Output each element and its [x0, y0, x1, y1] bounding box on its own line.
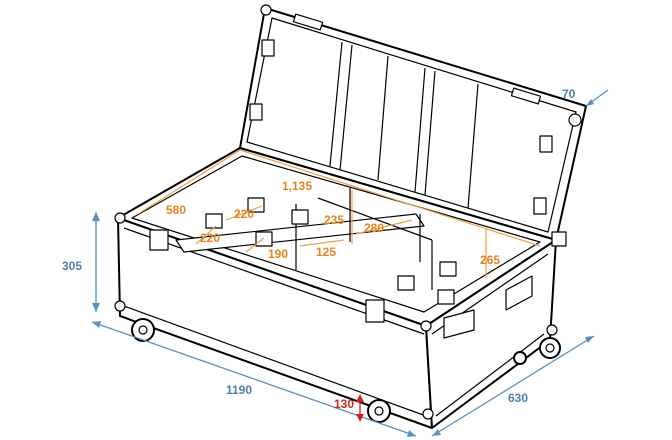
lid-depth-label: 70 — [562, 87, 576, 101]
small-bay-depth-label: 220 — [200, 231, 220, 245]
handle-icon — [443, 309, 475, 339]
bay-125-label: 125 — [316, 245, 336, 259]
wheel-icon — [367, 399, 391, 423]
corner-icon — [114, 300, 126, 312]
small-bay-width-label: 220 — [234, 207, 254, 221]
corner-icon — [546, 324, 558, 336]
interior-height-left-label: 235 — [324, 213, 344, 227]
interior-dividers — [175, 188, 457, 305]
wheel-icon — [539, 337, 561, 359]
case-wheels — [131, 318, 561, 423]
case-lid — [239, 4, 587, 244]
wheel-icon — [131, 318, 155, 342]
wheel-dimension-line — [356, 394, 364, 422]
outer-length-label: 1190 — [226, 383, 252, 397]
bay-190-label: 190 — [268, 247, 288, 261]
compartment-width-label: 280 — [364, 221, 384, 235]
handle-icon — [505, 275, 533, 311]
outer-height-label: 305 — [62, 259, 82, 273]
dimension-labels: 1190 630 305 70 130 1,135 580 235 265 28… — [62, 87, 576, 411]
corner-icon — [114, 212, 126, 224]
latch-icon — [551, 231, 567, 247]
case-hardware — [114, 212, 567, 420]
wheel-height-label: 130 — [334, 397, 354, 411]
interior-height-right-label: 265 — [480, 253, 500, 267]
interior-dimension-lines — [137, 149, 541, 278]
corner-icon — [420, 320, 432, 332]
wheel-icon — [513, 351, 527, 365]
corner-icon — [422, 408, 434, 420]
interior-depth-label: 580 — [166, 203, 186, 217]
outer-depth-label: 630 — [508, 391, 528, 405]
latch-icon — [149, 229, 169, 251]
latch-icon — [365, 299, 385, 323]
interior-length-label: 1,135 — [282, 179, 312, 193]
